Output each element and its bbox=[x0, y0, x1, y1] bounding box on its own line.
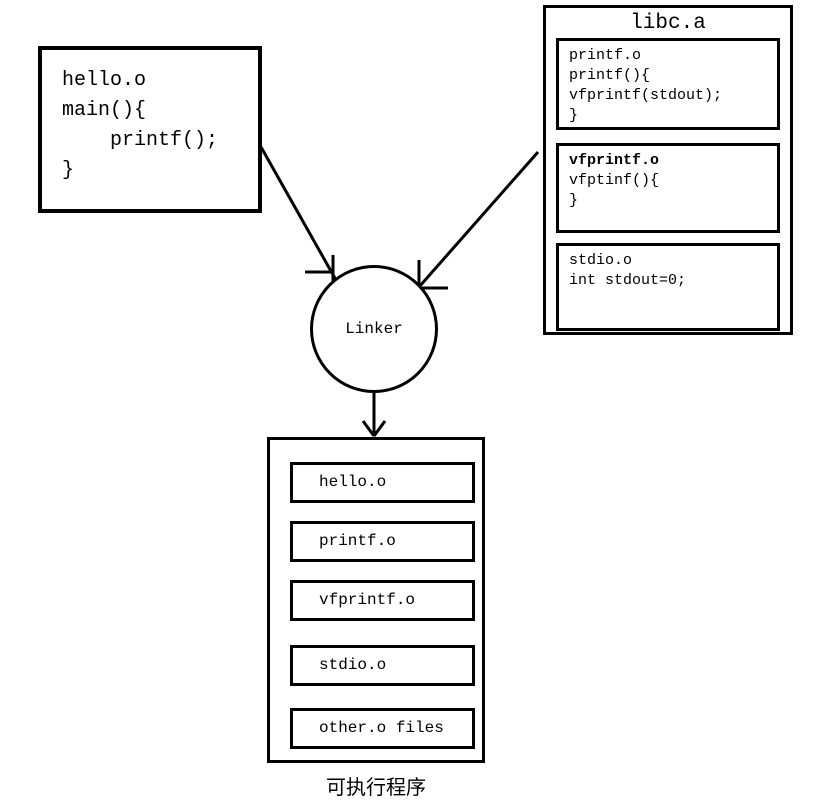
code-line: int stdout=0; bbox=[569, 272, 687, 289]
arrow-linker-to-output bbox=[361, 393, 387, 437]
code-line: printf(); bbox=[62, 129, 219, 152]
output-item-hello: hello.o bbox=[290, 462, 475, 503]
code-line: vfprintf(stdout); bbox=[569, 87, 723, 104]
libc-member-stdio: stdio.o int stdout=0; bbox=[556, 243, 780, 331]
output-item-vfprintf: vfprintf.o bbox=[290, 580, 475, 621]
libc-archive-box: libc.a printf.o printf(){ vfprintf(stdou… bbox=[543, 5, 793, 335]
code-line: vfptinf(){ bbox=[569, 172, 660, 189]
code-line: printf.o bbox=[569, 47, 642, 64]
libc-title: libc.a bbox=[630, 12, 706, 35]
libc-member-vfprintf: vfprintf.o vfptinf(){ } bbox=[556, 143, 780, 233]
hello-object-box: hello.o main(){ printf(); } bbox=[38, 46, 262, 213]
output-item-printf: printf.o bbox=[290, 521, 475, 562]
code-line: } bbox=[569, 192, 579, 209]
code-line: hello.o bbox=[62, 69, 147, 92]
code-line: vfprintf.o bbox=[569, 152, 660, 169]
executable-caption: 可执行程序 bbox=[326, 775, 426, 799]
code-line: main(){ bbox=[62, 99, 147, 122]
code-line: printf(){ bbox=[569, 67, 651, 84]
libc-member-printf: printf.o printf(){ vfprintf(stdout); } bbox=[556, 38, 780, 130]
executable-box: hello.o printf.o vfprintf.o stdio.o othe… bbox=[267, 437, 485, 763]
code-line: } bbox=[569, 107, 579, 124]
arrow-hello-to-linker bbox=[259, 146, 338, 281]
code-line: stdio.o bbox=[569, 252, 633, 269]
code-line: } bbox=[62, 159, 75, 182]
linker-node: Linker bbox=[310, 265, 438, 393]
arrow-libc-to-linker bbox=[417, 151, 540, 290]
output-item-stdio: stdio.o bbox=[290, 645, 475, 686]
output-item-other: other.o files bbox=[290, 708, 475, 749]
linker-label: Linker bbox=[345, 320, 403, 338]
